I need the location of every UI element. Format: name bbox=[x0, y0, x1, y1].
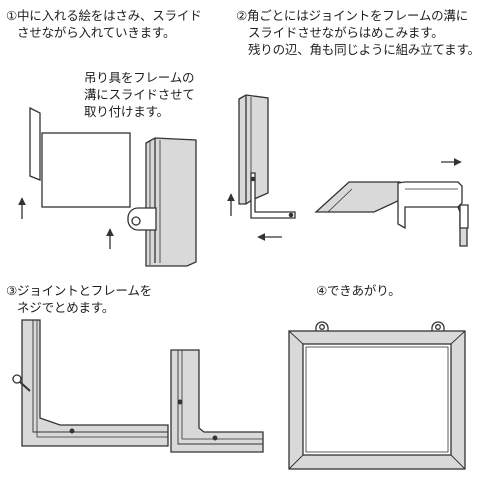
step2-caption-line2: スライドさせながらはめこみます。 bbox=[248, 25, 444, 40]
step2-caption-line3: 残りの辺、角も同じように組み立てます。 bbox=[248, 42, 480, 57]
back-board-edge bbox=[29, 106, 41, 181]
step4-caption-line1: ④できあがり。 bbox=[316, 283, 401, 298]
step3-caption-line2: ネジでとめます。 bbox=[17, 300, 115, 315]
assembled-corner-small bbox=[170, 349, 264, 453]
screwdriver-icon bbox=[12, 374, 31, 392]
hanger-note-line3: 取り付けます。 bbox=[84, 104, 169, 119]
step2-illustration bbox=[227, 94, 469, 247]
frame-horizontal bbox=[314, 181, 401, 213]
step1-illustration bbox=[18, 106, 197, 267]
step3-illustration bbox=[12, 319, 264, 453]
picture-sheet bbox=[41, 132, 131, 208]
hanger-piece bbox=[127, 207, 157, 231]
step1-caption-line1: ①中に入れる絵をはさみ、スライド bbox=[6, 8, 202, 23]
step4-illustration bbox=[288, 321, 466, 470]
hanger-note-line1: 吊り具をフレームの bbox=[84, 70, 195, 85]
step1-caption-line2: させながら入れていきます。 bbox=[17, 25, 176, 40]
frame-side bbox=[145, 137, 197, 267]
step3-caption-line1: ③ジョイントとフレームを bbox=[6, 283, 152, 298]
assembled-corner-large bbox=[21, 319, 169, 447]
hanger-note-line2: 溝にスライドさせて bbox=[84, 87, 195, 102]
finished-frame-inner bbox=[302, 343, 452, 456]
step2-caption-line1: ②角ごとにはジョイントをフレームの溝に bbox=[236, 8, 469, 23]
